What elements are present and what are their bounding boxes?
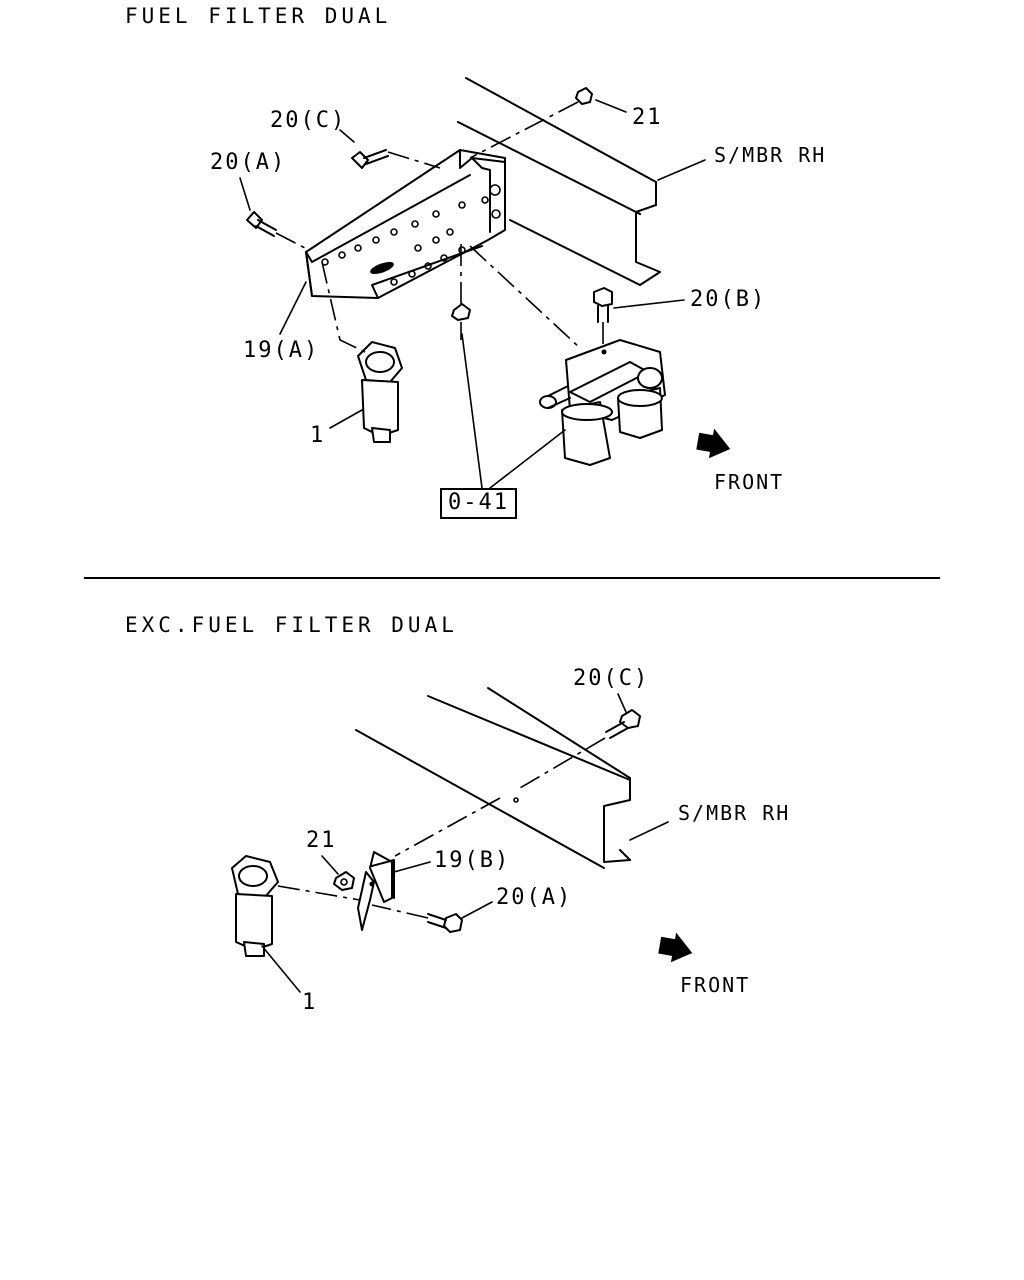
label-front-bottom: FRONT (680, 973, 751, 997)
label-1-top: 1 (310, 423, 326, 448)
front-arrow-top (696, 428, 731, 459)
side-member-rail-top (457, 77, 661, 286)
label-smbr-rh-bottom: S/MBR RH (678, 801, 791, 825)
bolt-20c-top (339, 129, 441, 169)
bolt-20c-bottom (394, 693, 641, 857)
leader-19a (279, 281, 307, 335)
label-21-top: 21 (632, 105, 663, 130)
label-20c-bottom: 20(C) (573, 666, 650, 691)
side-member-rail-bottom (355, 687, 631, 869)
bottom-section-title: EXC.FUEL FILTER DUAL (125, 613, 458, 637)
reference-box-0-41[interactable]: 0-41 (440, 488, 517, 519)
single-fuel-filter-top (321, 261, 403, 443)
leader-smbr-bottom (629, 821, 669, 841)
bolt-20b (593, 287, 685, 350)
label-21-bottom: 21 (306, 828, 337, 853)
label-1-bottom: 1 (302, 990, 318, 1015)
top-diagram (239, 77, 731, 489)
bolt-20a-bottom (371, 901, 493, 933)
front-arrow-bottom (658, 932, 693, 963)
bracket-19a (305, 149, 506, 299)
top-section-title: FUEL FILTER DUAL (125, 4, 392, 28)
label-19a: 19(A) (243, 338, 320, 363)
nut-21-top (469, 87, 627, 159)
label-front-top: FRONT (714, 470, 785, 494)
label-20a-bottom: 20(A) (496, 885, 573, 910)
nut-bracket-bottom (451, 244, 471, 340)
label-20b: 20(B) (690, 287, 767, 312)
leader-ref-b (489, 429, 566, 489)
bottom-diagram (231, 687, 693, 993)
leader-smbr-top (657, 159, 706, 181)
label-smbr-rh-top: S/MBR RH (714, 143, 827, 167)
bolt-20a-top (239, 177, 306, 249)
leader-ref-a (461, 333, 483, 489)
label-19b: 19(B) (434, 848, 511, 873)
bracket-19b (357, 851, 431, 931)
label-20a-top: 20(A) (210, 150, 287, 175)
single-fuel-filter-bottom (231, 855, 361, 993)
label-20c-top: 20(C) (270, 108, 347, 133)
dual-fuel-filter (469, 245, 666, 466)
nut-21-bottom (321, 855, 355, 891)
